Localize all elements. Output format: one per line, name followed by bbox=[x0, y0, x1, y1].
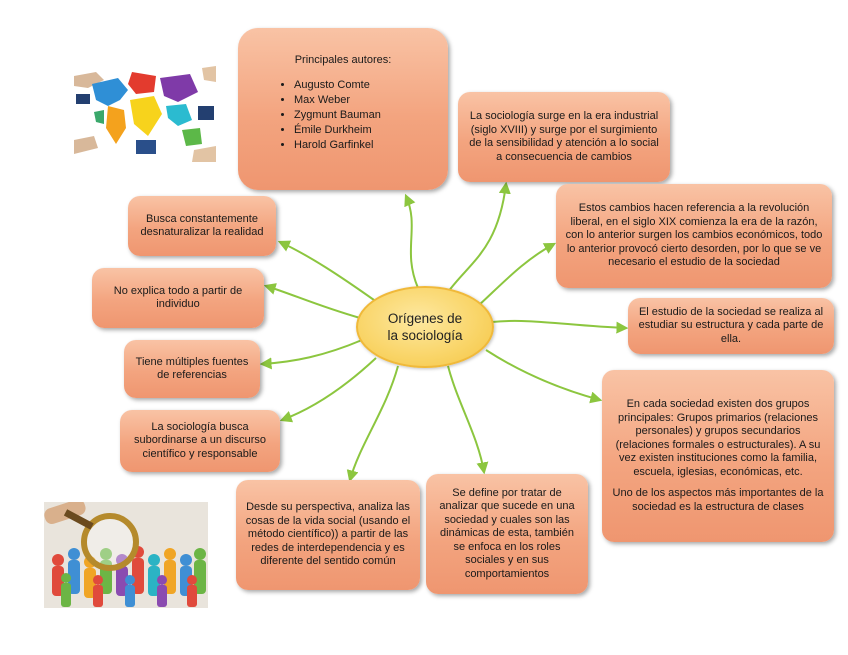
box-desnaturalizar-text: Busca constantemente desnaturalizar la r… bbox=[140, 212, 264, 239]
center-topic-line1: Orígenes de bbox=[387, 311, 463, 326]
center-topic-line2: la sociología bbox=[387, 328, 463, 343]
author-item: Harold Garfinkel bbox=[294, 138, 440, 153]
connector-desnaturalizar bbox=[277, 240, 375, 301]
world-map-puzzle-hands-image bbox=[74, 66, 216, 162]
box-era-industrial: La sociología surge en la era industrial… bbox=[458, 92, 670, 182]
box-perspectiva-text: Desde su perspectiva, analiza las cosas … bbox=[245, 501, 411, 568]
connector-revolucion bbox=[477, 242, 557, 307]
box-perspectiva: Desde su perspectiva, analiza las cosas … bbox=[236, 480, 420, 590]
box-desnaturalizar: Busca constantemente desnaturalizar la r… bbox=[128, 196, 276, 256]
box-individuo: No explica todo a partir de individuo bbox=[92, 268, 264, 328]
connector-estudio bbox=[491, 319, 629, 334]
authors-box: Principales autores: Augusto Comte Max W… bbox=[238, 28, 448, 190]
box-revolucion: Estos cambios hacen referencia a la revo… bbox=[556, 184, 832, 288]
author-item: Émile Durkheim bbox=[294, 123, 440, 138]
author-item: Zygmunt Bauman bbox=[294, 108, 440, 123]
box-discurso: La sociología busca subordinarse a un di… bbox=[120, 410, 280, 472]
box-fuentes-text: Tiene múltiples fuentes de referencias bbox=[135, 355, 249, 382]
box-fuentes: Tiene múltiples fuentes de referencias bbox=[124, 340, 260, 398]
connector-dinamicas bbox=[447, 365, 489, 475]
connector-era-industrial bbox=[447, 181, 511, 293]
authors-title: Principales autores: bbox=[294, 54, 392, 66]
box-dinamicas-text: Se define por tratar de analizar que suc… bbox=[439, 486, 575, 580]
author-item: Augusto Comte bbox=[294, 78, 440, 93]
connector-authors bbox=[404, 193, 419, 289]
connector-individuo bbox=[263, 283, 361, 319]
authors-list: Augusto Comte Max Weber Zygmunt Bauman É… bbox=[246, 78, 440, 153]
connector-grupos bbox=[485, 349, 603, 404]
box-grupos-text-1: En cada sociedad existen dos grupos prin… bbox=[615, 398, 821, 478]
box-era-industrial-text: La sociología surge en la era industrial… bbox=[469, 110, 659, 163]
box-revolucion-text: Estos cambios hacen referencia a la revo… bbox=[565, 202, 823, 269]
box-estudio-text: El estudio de la sociedad se realiza al … bbox=[638, 305, 824, 345]
box-grupos: En cada sociedad existen dos grupos prin… bbox=[602, 370, 834, 542]
connector-fuentes bbox=[259, 339, 363, 370]
magnifier-crowd-image bbox=[44, 502, 208, 608]
box-grupos-text-2: Uno de los aspectos más importantes de l… bbox=[612, 487, 824, 513]
box-estudio: El estudio de la sociedad se realiza al … bbox=[628, 298, 834, 354]
center-topic: Orígenes de la sociología bbox=[356, 286, 494, 368]
box-discurso-text: La sociología busca subordinarse a un di… bbox=[133, 420, 267, 460]
connector-discurso bbox=[279, 357, 377, 423]
author-item: Max Weber bbox=[294, 93, 440, 108]
connector-perspectiva bbox=[346, 365, 399, 483]
box-individuo-text: No explica todo a partir de individuo bbox=[113, 284, 243, 311]
box-dinamicas: Se define por tratar de analizar que suc… bbox=[426, 474, 588, 594]
